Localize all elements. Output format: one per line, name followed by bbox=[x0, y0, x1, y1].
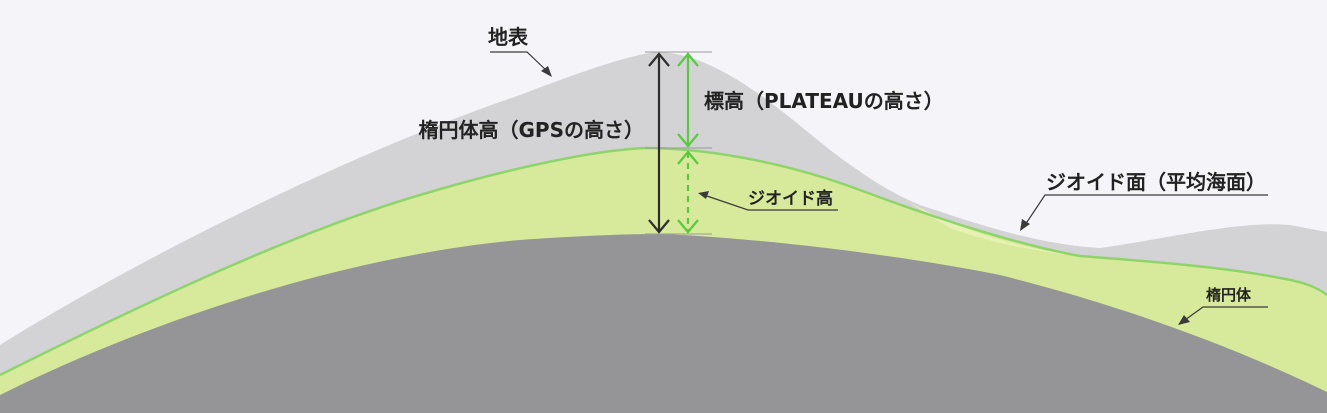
label-ellipsoidal-height: 楕円体高（GPSの高さ） bbox=[419, 118, 644, 142]
label-geoid-height: ジオイド高 bbox=[748, 188, 833, 209]
label-surface: 地表 bbox=[488, 25, 529, 49]
ellipsoidal-height-arrow bbox=[648, 52, 670, 234]
ellipsoid-leader bbox=[1184, 306, 1268, 321]
ellipsoid-arrowhead bbox=[1178, 315, 1190, 325]
geoid-height-arrowhead bbox=[698, 191, 709, 199]
leader-lines bbox=[490, 51, 1268, 321]
label-orthometric-height: 標高（PLATEAUの高さ） bbox=[704, 89, 944, 113]
label-geoid-surface: ジオイド面（平均海面） bbox=[1046, 170, 1266, 194]
orthometric-height-arrow bbox=[677, 52, 699, 148]
geoid-line bbox=[0, 146, 1327, 377]
leader-arrowheads bbox=[541, 66, 1190, 325]
measurement-ticks bbox=[645, 51, 712, 235]
geoid-surface-arrowhead bbox=[1020, 219, 1030, 231]
geoid-height-leader bbox=[703, 194, 838, 211]
geoid-height-arrow bbox=[677, 150, 699, 234]
label-ellipsoid: 楕円体 bbox=[1206, 286, 1252, 304]
surface-arrowhead bbox=[541, 66, 552, 77]
surface-leader bbox=[490, 51, 549, 73]
geoid-surface-leader bbox=[1024, 194, 1268, 226]
ellipsoid-body bbox=[0, 234, 1327, 413]
